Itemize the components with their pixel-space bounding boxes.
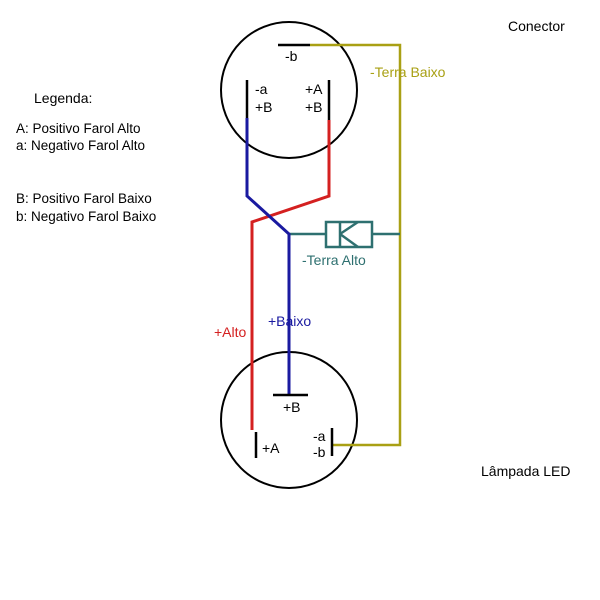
label-baixo: +Baixo	[268, 313, 311, 329]
lamp-title: Lâmpada LED	[481, 463, 571, 479]
wire-baixo	[245, 118, 291, 395]
lamp-pin-top: +B	[283, 399, 301, 415]
legend-title: Legenda:	[34, 90, 92, 106]
connector-pin-left-1: -a	[255, 81, 268, 97]
wire-alto	[250, 120, 331, 430]
pin-bars	[245, 43, 334, 458]
connector-pin-top: -b	[285, 48, 298, 64]
legend: Legenda: A: Positivo Farol Alto a: Negat…	[16, 90, 156, 224]
wire-terra-baixo	[310, 43, 402, 447]
connector-pin-right-1: +A	[305, 81, 323, 97]
label-terra-alto: -Terra Alto	[302, 252, 366, 268]
lamp-pin-right-1: -a	[313, 428, 326, 444]
label-alto: +Alto	[214, 324, 247, 340]
legend-item: a: Negativo Farol Alto	[16, 138, 145, 153]
wire-terra-alto	[289, 220, 400, 249]
connector-circle	[220, 21, 358, 159]
lamp-pin-left: +A	[262, 440, 280, 456]
legend-item: A: Positivo Farol Alto	[16, 121, 141, 136]
connector-pin-right-2: +B	[305, 99, 323, 115]
connector-title: Conector	[508, 18, 565, 34]
connector-pin-left-2: +B	[255, 99, 273, 115]
legend-item: b: Negativo Farol Baixo	[16, 209, 156, 224]
lamp-pin-right-2: -b	[313, 444, 326, 460]
label-terra-baixo: -Terra Baixo	[370, 64, 446, 80]
legend-item: B: Positivo Farol Baixo	[16, 191, 152, 206]
